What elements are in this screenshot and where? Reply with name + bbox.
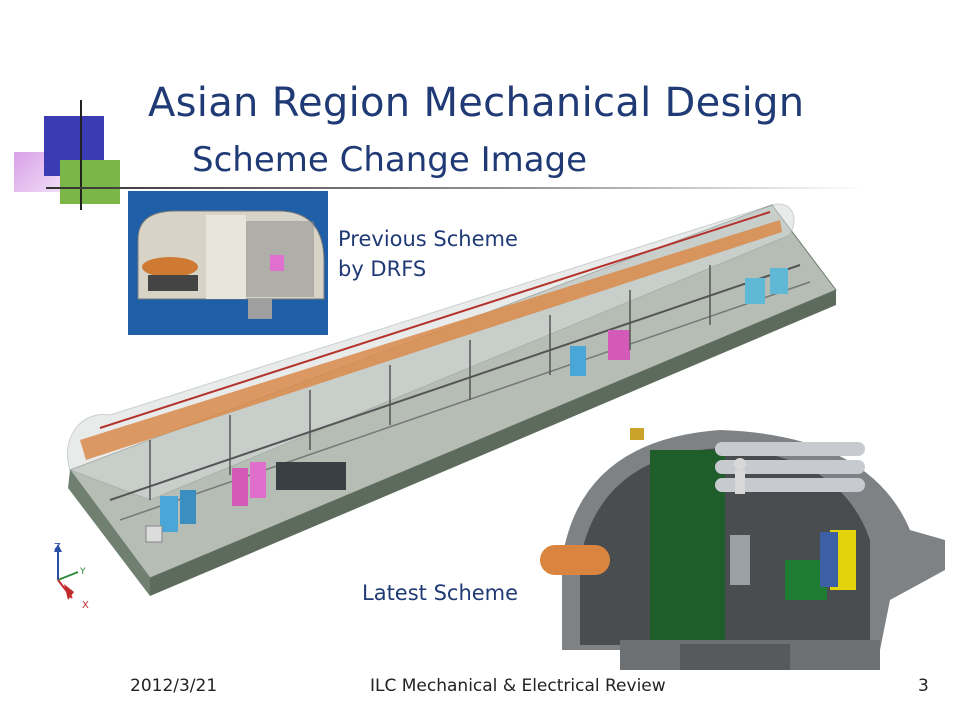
- slide-title: Asian Region Mechanical Design: [148, 80, 805, 126]
- latest-scheme-image: [540, 428, 945, 670]
- footer-title: ILC Mechanical & Electrical Review: [370, 676, 666, 696]
- decor-vertical-line: [80, 100, 82, 210]
- previous-scheme-label: Previous Scheme by DRFS: [338, 224, 518, 284]
- axis-x-label: X: [82, 600, 89, 611]
- previous-scheme-label-line2: by DRFS: [338, 257, 427, 281]
- axis-z-label: Z: [54, 542, 61, 553]
- decor-green-square: [60, 160, 120, 204]
- latest-scheme-label: Latest Scheme: [362, 581, 519, 605]
- footer-page-number: 3: [918, 676, 929, 696]
- previous-scheme-image: [128, 191, 328, 335]
- title-underline: [46, 187, 866, 189]
- footer-date: 2012/3/21: [130, 676, 218, 696]
- axis-triad-icon: Z Y X: [54, 542, 89, 611]
- slide-subtitle: Scheme Change Image: [192, 140, 588, 180]
- previous-scheme-label-line1: Previous Scheme: [338, 227, 518, 251]
- axis-y-label: Y: [79, 567, 86, 577]
